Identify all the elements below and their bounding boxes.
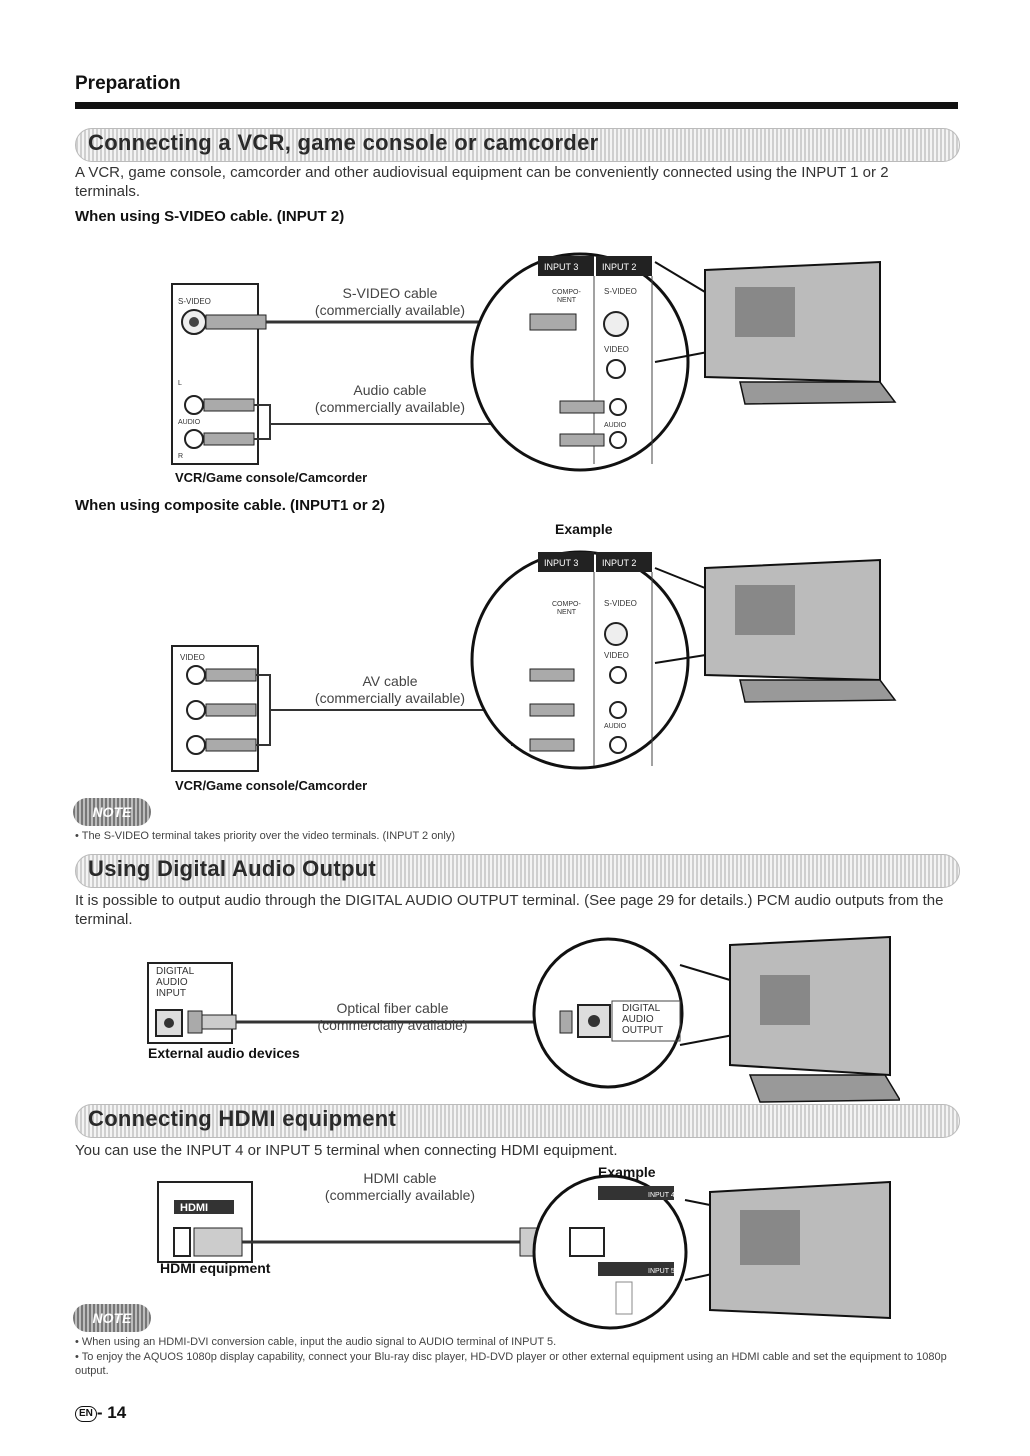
- page-number: - 14: [96, 1403, 127, 1422]
- device-port-l-label: L: [178, 380, 182, 387]
- svideo-plug-right: [529, 313, 577, 331]
- audio-cable-sub: (commercially available): [314, 399, 466, 415]
- section-heading: Using Digital Audio Output: [88, 856, 377, 881]
- tv-terminal-zoom: [470, 550, 690, 770]
- example-label: Example: [555, 521, 613, 537]
- device-hdmi-logo: HDMI: [180, 1202, 208, 1214]
- svg-text:NENT: NENT: [557, 297, 577, 304]
- section-heading: Connecting HDMI equipment: [88, 1106, 397, 1131]
- tv-terminal-zoom: [532, 1174, 688, 1330]
- tv-input2-label: INPUT 2: [602, 558, 636, 568]
- device-port-label: DIGITAL AUDIO INPUT: [156, 966, 194, 999]
- tv-port-label: DIGITAL AUDIO OUTPUT: [622, 1003, 664, 1036]
- av-cable-sub: (commercially available): [314, 690, 466, 706]
- svideo-cable-label: S-VIDEO cable (commercially available): [300, 285, 480, 319]
- device-port-audio-label: AUDIO: [178, 419, 201, 426]
- svideo-plug-left: [205, 314, 267, 330]
- optical-cable-sub: (commercially available): [317, 1017, 468, 1033]
- device-caption: HDMI equipment: [160, 1260, 271, 1276]
- section-heading-band: Connecting a VCR, game console or camcor…: [75, 128, 960, 162]
- svg-text:NENT: NENT: [557, 609, 577, 616]
- note-item: • When using an HDMI-DVI conversion cabl…: [75, 1335, 955, 1349]
- section-intro: You can use the INPUT 4 or INPUT 5 termi…: [75, 1142, 618, 1159]
- note-badge: NOTE: [73, 798, 151, 826]
- svideo-cable-sub: (commercially available): [314, 302, 466, 318]
- section-heading: Connecting a VCR, game console or camcor…: [88, 130, 599, 155]
- note-text: The S-VIDEO terminal takes priority over…: [81, 830, 456, 842]
- language-badge: EN: [75, 1405, 97, 1422]
- svideo-connection-diagram: S-VIDEO L AUDIO R INPUT 3 INPUT 2 COMPO-…: [171, 252, 897, 472]
- hdmi-cable-label: HDMI cable (commercially available): [310, 1170, 490, 1204]
- subsection-heading: When using S-VIDEO cable. (INPUT 2): [75, 208, 345, 225]
- tv-input5-label: INPUT 5: [648, 1268, 675, 1275]
- av-cable-label: AV cable (commercially available): [300, 673, 480, 707]
- tv-svideo-label: S-VIDEO: [604, 287, 637, 296]
- device-port-video-label: VIDEO: [180, 653, 205, 662]
- section-heading-band: Connecting HDMI equipment: [75, 1104, 960, 1138]
- bullet-icon: •: [75, 1351, 82, 1363]
- subsection-heading: When using composite cable. (INPUT1 or 2…: [75, 497, 386, 514]
- audio-plug-l-left: [203, 398, 255, 412]
- device-caption: VCR/Game console/Camcorder: [175, 470, 368, 485]
- av-cable-name: AV cable: [362, 673, 418, 689]
- optical-connection-diagram: [147, 935, 900, 1103]
- device-port-r-label: R: [178, 453, 183, 460]
- tv-audio-label: AUDIO: [604, 723, 627, 730]
- device-caption: External audio devices: [148, 1045, 300, 1061]
- note-item: • The S-VIDEO terminal takes priority ov…: [75, 829, 935, 843]
- audio-l-jack-icon: [184, 395, 204, 415]
- note-item: • To enjoy the AQUOS 1080p display capab…: [75, 1350, 955, 1378]
- section-intro: A VCR, game console, camcorder and other…: [75, 164, 889, 200]
- tv-video-label: VIDEO: [604, 651, 629, 660]
- note-text: When using an HDMI-DVI conversion cable,…: [81, 1336, 557, 1348]
- bullet-icon: •: [75, 1336, 82, 1348]
- section-intro: It is possible to output audio through t…: [75, 892, 944, 928]
- tv-component-label: COMPO-: [552, 289, 581, 296]
- page-footer: EN- 14: [75, 1403, 126, 1423]
- tv-audio-label: AUDIO: [604, 422, 627, 429]
- tv-input3-label: INPUT 3: [544, 558, 578, 568]
- optical-cable-name: Optical fiber cable: [336, 1000, 449, 1016]
- composite-connection-diagram: VIDEO INPUT 3 INPUT 2 COMPO- NENT S-VIDE…: [171, 550, 897, 772]
- svg-text:COMPO-: COMPO-: [552, 601, 581, 608]
- bullet-icon: •: [75, 830, 82, 842]
- device-caption: VCR/Game console/Camcorder: [175, 778, 368, 793]
- tv-terminal-zoom: [470, 252, 690, 472]
- audio-cable-name: Audio cable: [353, 382, 427, 398]
- hdmi-cable-sub: (commercially available): [324, 1187, 476, 1203]
- tv-input2-label: INPUT 2: [602, 262, 636, 272]
- section-heading-band: Using Digital Audio Output: [75, 854, 960, 888]
- device-port-svideo-label: S-VIDEO: [178, 297, 211, 306]
- optical-cable-label: Optical fiber cable (commercially availa…: [300, 1000, 485, 1034]
- page-section-title: Preparation: [75, 73, 181, 94]
- tv-input4-label: INPUT 4: [648, 1192, 675, 1199]
- tv-svideo-jack-icon: [603, 311, 629, 337]
- av-cable-line: [256, 674, 530, 746]
- note-badge: NOTE: [73, 1304, 151, 1332]
- tv-input3-label: INPUT 3: [544, 262, 578, 272]
- audio-plug-r-left: [203, 432, 255, 446]
- audio-r-jack-icon: [184, 429, 204, 449]
- svideo-cable-name: S-VIDEO cable: [342, 285, 438, 301]
- tv-svideo-label: S-VIDEO: [604, 599, 637, 608]
- hdmi-connection-diagram: HDMI INPUT 4 INPUT 5: [157, 1174, 891, 1330]
- audio-cable-label: Audio cable (commercially available): [300, 382, 480, 416]
- note-text: To enjoy the AQUOS 1080p display capabil…: [75, 1351, 947, 1377]
- tv-video-label: VIDEO: [604, 345, 629, 354]
- hdmi-cable-name: HDMI cable: [363, 1170, 437, 1186]
- header-rule: [75, 102, 958, 109]
